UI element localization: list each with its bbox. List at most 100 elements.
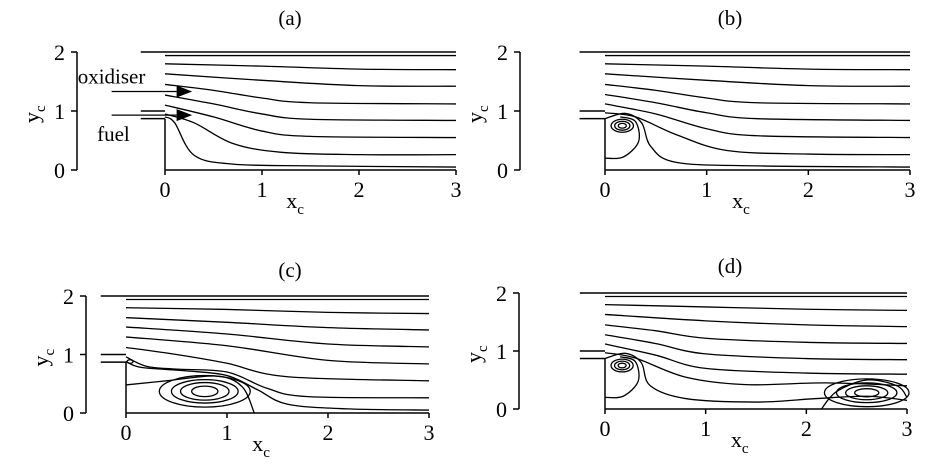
vortex-contour <box>617 362 627 369</box>
panel-title: (a) <box>278 6 301 30</box>
streamline <box>125 356 430 399</box>
vortex-contour <box>614 120 631 131</box>
vortex-contour <box>617 122 628 129</box>
x-tick-label: 0 <box>600 177 611 202</box>
x-axis-label: xc <box>732 188 750 218</box>
y-axis-label: yc <box>461 345 491 363</box>
panel-a: (a) 0 1 2 0 1 2 3 xc yc oxidiser fuel <box>19 6 462 218</box>
streamline <box>164 104 457 139</box>
streamline <box>604 103 911 139</box>
x-tick-label: 3 <box>451 177 462 202</box>
panel-title: (d) <box>718 254 743 278</box>
streamline <box>604 73 911 87</box>
vortex-contour <box>610 118 635 133</box>
x-axis-label: xc <box>731 427 749 457</box>
y-axis-label: yc <box>19 105 49 123</box>
x-tick-label: 3 <box>905 177 916 202</box>
streamline <box>164 113 457 156</box>
vortex-contour <box>170 379 239 404</box>
streamline <box>604 356 640 399</box>
x-tick-label: 1 <box>701 177 712 202</box>
inlet-arrowhead-icon <box>176 109 193 122</box>
y-axis-label-subscript: c <box>42 349 58 356</box>
x-tick-label: 0 <box>121 420 132 445</box>
streamline <box>604 303 908 312</box>
x-tick-label: 1 <box>222 420 233 445</box>
streamline <box>125 326 430 348</box>
vortex-contour <box>179 381 230 401</box>
x-tick-label: 2 <box>354 177 365 202</box>
streamline <box>604 352 908 403</box>
x-axis-label: xc <box>286 188 304 218</box>
streamline <box>820 379 908 410</box>
x-axis-label-subscript: c <box>742 441 749 457</box>
panel-d: (d) 0 1 2 0 1 2 3 xc yc <box>461 254 913 457</box>
streamline <box>125 346 430 382</box>
y-tick-label: 0 <box>63 401 74 426</box>
streamline <box>604 93 911 122</box>
streamline <box>164 94 457 122</box>
y-tick-label: 1 <box>496 339 507 364</box>
streamline <box>604 112 911 168</box>
streamline <box>604 83 911 105</box>
x-tick-label: 0 <box>600 416 611 441</box>
panel-title: (c) <box>278 258 301 282</box>
y-tick-label: 0 <box>496 397 507 422</box>
y-tick-label: 1 <box>63 343 74 368</box>
panel-b: (b) 0 1 2 0 1 2 3 xc yc <box>462 6 916 218</box>
x-tick-label: 2 <box>323 420 334 445</box>
y-tick-label: 2 <box>54 40 65 65</box>
streamline <box>164 63 457 71</box>
streamline <box>604 352 908 387</box>
x-tick-label: 2 <box>801 416 812 441</box>
vortex-contour <box>854 388 880 398</box>
fuel-label: fuel <box>97 122 130 146</box>
streamline <box>164 83 457 105</box>
y-axis-label-subscript: c <box>33 105 49 112</box>
y-tick-label: 1 <box>54 99 65 124</box>
streamline <box>604 334 908 361</box>
y-axis-label: yc <box>462 105 492 123</box>
vortex-contour <box>835 382 898 404</box>
streamline <box>125 307 430 315</box>
streamline <box>125 336 430 365</box>
x-tick-label: 1 <box>700 416 711 441</box>
y-tick-label: 2 <box>496 281 507 306</box>
y-tick-label: 2 <box>497 40 508 65</box>
streamline <box>164 116 457 168</box>
x-axis-label: xc <box>252 431 270 461</box>
y-tick-label: 0 <box>54 158 65 183</box>
panel-title: (b) <box>718 6 743 30</box>
y-tick-label: 0 <box>497 158 508 183</box>
vortex-contour <box>823 378 910 408</box>
x-axis-label-subscript: c <box>743 202 750 218</box>
vortex-contour <box>610 358 634 373</box>
vortex-contour <box>126 359 134 364</box>
vortex-contour <box>190 385 219 398</box>
streamline <box>125 375 255 414</box>
x-tick-label: 0 <box>160 177 171 202</box>
vortex-contour <box>613 360 631 371</box>
x-tick-label: 3 <box>424 420 435 445</box>
streamline <box>604 343 908 375</box>
x-axis-label-subscript: c <box>297 202 304 218</box>
x-tick-label: 1 <box>257 177 268 202</box>
x-axis-label-subscript: c <box>263 445 270 461</box>
inlet-arrowhead-icon <box>176 85 193 98</box>
panel-c: (c) 0 1 2 0 1 2 3 xc yc <box>28 258 435 461</box>
vortex-contour <box>158 374 251 408</box>
y-axis-label: yc <box>28 349 58 367</box>
streamline <box>604 63 911 71</box>
y-tick-label: 2 <box>63 284 74 309</box>
x-tick-label: 3 <box>902 416 913 441</box>
streamline <box>604 324 908 345</box>
y-axis-label-subscript: c <box>476 105 492 112</box>
oxidiser-label: oxidiser <box>78 65 146 89</box>
vortex-contour <box>844 385 889 401</box>
streamline <box>604 116 641 160</box>
streamline <box>604 313 908 328</box>
streamline <box>164 73 457 87</box>
y-tick-label: 1 <box>497 99 508 124</box>
x-tick-label: 2 <box>803 177 814 202</box>
